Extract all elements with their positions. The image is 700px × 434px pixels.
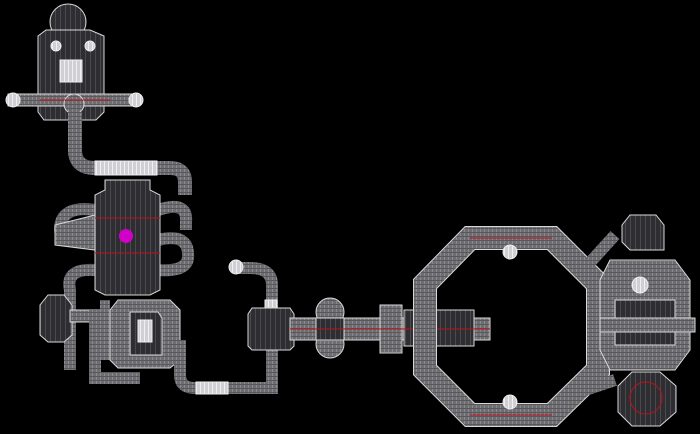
start-room (5, 3, 144, 121)
central-hall (53, 179, 195, 370)
player-dot-icon (119, 229, 133, 243)
east-corridor (247, 297, 491, 359)
corridor-north (68, 112, 192, 195)
east-complex (599, 214, 696, 427)
octagon-ring (413, 226, 620, 427)
